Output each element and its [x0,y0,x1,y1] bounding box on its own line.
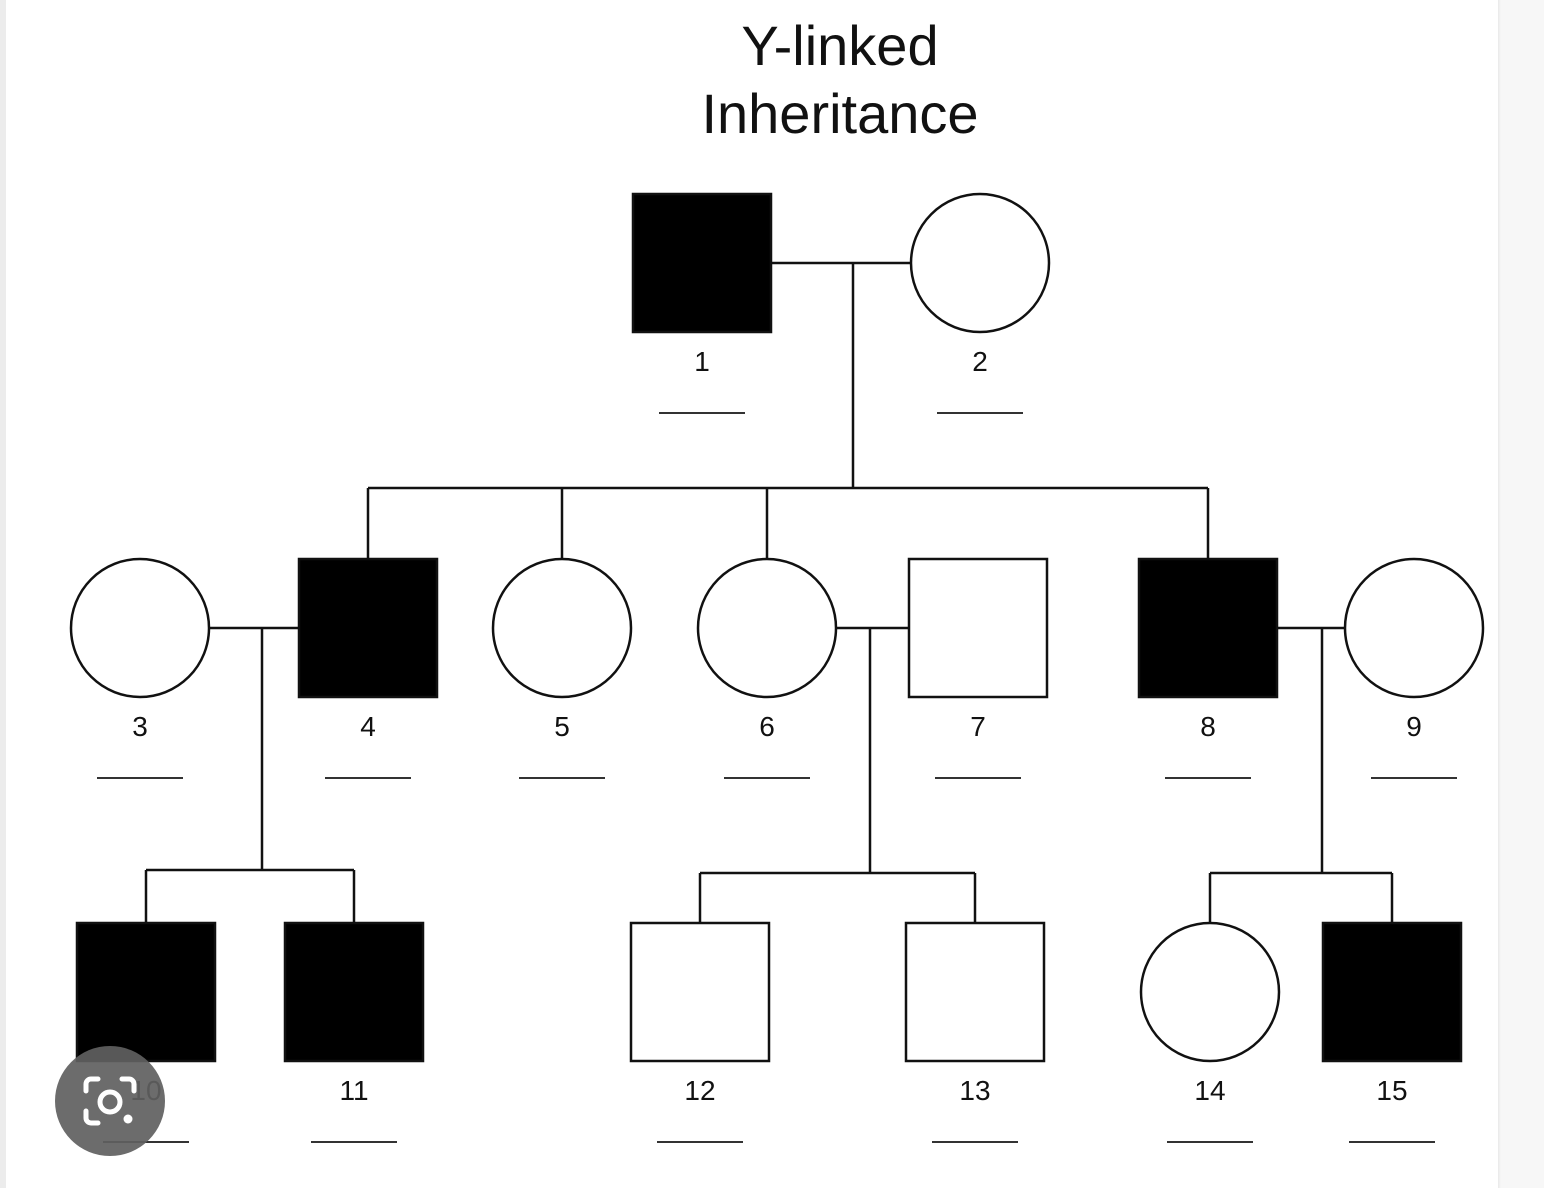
individual-number: 6 [759,711,775,742]
google-lens-icon [83,1076,137,1126]
affected-male-square [297,557,439,699]
affected-male-square [631,192,773,334]
individual-number: 12 [684,1075,715,1106]
unaffected-female-circle [696,557,838,699]
individual-number: 5 [554,711,570,742]
right-edge [1498,0,1544,1188]
individual-7: 7 [907,557,1049,779]
unaffected-female-circle [1343,557,1485,699]
individual-number: 14 [1194,1075,1225,1106]
affected-male-square [1321,921,1463,1063]
pedigree-title: Y-linked Inheritance [590,12,1090,148]
individual-13: 13 [904,921,1046,1143]
individual-14: 14 [1139,921,1281,1143]
pedigree-nodes: 123456789101112131415 [69,192,1485,1143]
individual-8: 8 [1137,557,1279,779]
affected-male-square [1137,557,1279,699]
individual-number: 4 [360,711,376,742]
individual-6: 6 [696,557,838,779]
left-edge [0,0,6,1188]
individual-15: 15 [1321,921,1463,1143]
individual-number: 15 [1376,1075,1407,1106]
individual-1: 1 [631,192,773,414]
individual-number: 2 [972,346,988,377]
title-line-1: Y-linked [741,14,939,77]
individual-number: 1 [694,346,710,377]
individual-5: 5 [491,557,633,779]
individual-number: 11 [339,1075,368,1106]
unaffected-female-circle [69,557,211,699]
individual-9: 9 [1343,557,1485,779]
title-line-2: Inheritance [701,82,979,145]
unaffected-female-circle [1139,921,1281,1063]
individual-4: 4 [297,557,439,779]
unaffected-male-square [904,921,1046,1063]
affected-male-square [283,921,425,1063]
individual-3: 3 [69,557,211,779]
unaffected-female-circle [909,192,1051,334]
individual-2: 2 [909,192,1051,414]
individual-number: 3 [132,711,148,742]
unaffected-male-square [629,921,771,1063]
individual-11: 11 [283,921,425,1143]
individual-12: 12 [629,921,771,1143]
affected-male-square [75,921,217,1063]
individual-number: 7 [970,711,986,742]
individual-number: 8 [1200,711,1216,742]
unaffected-female-circle [491,557,633,699]
individual-number: 9 [1406,711,1422,742]
unaffected-male-square [907,557,1049,699]
lens-search-button[interactable] [55,1046,165,1156]
pedigree-lines [144,261,1394,923]
individual-number: 13 [959,1075,990,1106]
